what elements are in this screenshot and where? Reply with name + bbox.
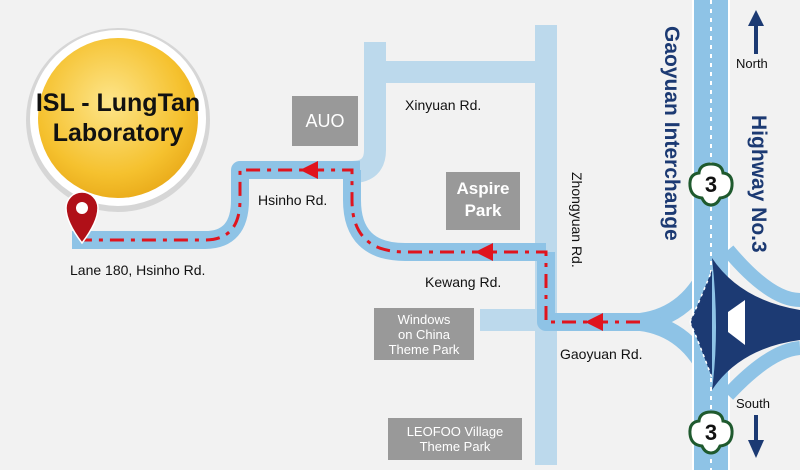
interchange-core-left	[690, 270, 712, 378]
highway-shield-number: 3	[704, 420, 718, 445]
windows-line-1: Windows	[397, 312, 451, 327]
road-label-zhongyuan: Zhongyuan Rd.	[569, 172, 585, 268]
road-label-gaoyuan: Gaoyuan Rd.	[560, 346, 643, 362]
badge-fill	[38, 38, 198, 198]
landmark-leofoo: LEOFOO Village Theme Park	[388, 418, 522, 460]
highway-lane-edge	[728, 0, 730, 470]
highway-shield-icon	[688, 410, 734, 455]
interchange-ring	[689, 269, 713, 379]
highway-lane-edge	[692, 0, 694, 470]
location-badge	[26, 28, 210, 212]
landmark-windows-on-china: Windows on China Theme Park	[374, 308, 474, 360]
road-label-xinyuan: Xinyuan Rd.	[405, 97, 482, 113]
route-arrow-icon	[300, 161, 318, 179]
highway-no-3	[689, 0, 800, 470]
road-label-kewang: Kewang Rd.	[425, 274, 502, 290]
kewang-connector	[537, 252, 640, 331]
route-arrow-icon	[475, 243, 493, 261]
aspire-line-1: Aspire	[456, 179, 510, 198]
highway-shield-icon	[688, 162, 734, 207]
title-line-2: Laboratory	[52, 119, 184, 147]
road-label-hsinho: Hsinho Rd.	[258, 192, 328, 208]
aspire-line-2: Park	[464, 201, 502, 220]
interchange-island	[728, 300, 745, 345]
leofoo-line-2: Theme Park	[419, 439, 491, 454]
windows-line-3: Theme Park	[388, 342, 460, 357]
title-line-1: ISL - LungTan	[35, 89, 201, 117]
arrow-down-icon	[748, 415, 764, 458]
highway-shield-number: 3	[704, 172, 718, 197]
windows-line-2: on China	[397, 327, 451, 342]
direction-south: South	[736, 396, 770, 411]
interchange-lane	[722, 245, 800, 307]
route-arrow-icon	[585, 313, 603, 331]
route-line	[82, 168, 640, 324]
leofoo-line-1: LEOFOO Village	[406, 424, 504, 439]
road-label-lane-180: Lane 180, Hsinho Rd.	[70, 262, 206, 278]
interchange-core	[712, 258, 800, 390]
map-pin-icon	[65, 191, 99, 245]
arrow-up-icon	[748, 10, 764, 54]
road-label-interchange: Gaoyuan Interchange	[660, 26, 683, 241]
location-title: ISL - LungTan Laboratory	[28, 88, 208, 148]
interchange-lane	[722, 341, 800, 400]
landmark-aspire-park: Aspire Park	[446, 172, 520, 230]
direction-north: North	[736, 56, 768, 71]
landmark-auo: AUO	[292, 96, 358, 146]
road-label-highway: Highway No.3	[747, 115, 770, 253]
